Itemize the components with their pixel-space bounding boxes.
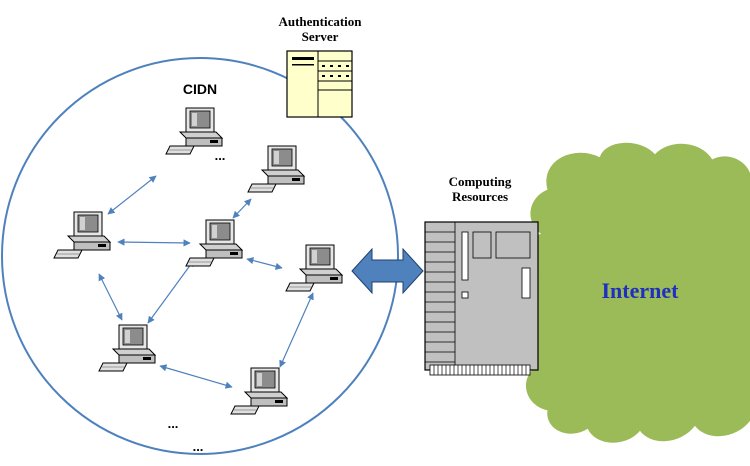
link (147, 259, 195, 324)
computing-line2: Resources (451, 189, 509, 204)
computing-line1: Computing (448, 174, 512, 189)
ellipsis: ... (192, 439, 204, 454)
peer-links (98, 175, 314, 389)
ellipsis: ... (214, 148, 226, 163)
auth-server-label: Authentication Server (250, 14, 390, 44)
auth-server-line1: Authentication (278, 14, 362, 29)
link (246, 257, 283, 270)
link (159, 364, 233, 389)
computer-icon (53, 211, 111, 259)
link (107, 175, 157, 215)
computing-resources-label: Computing Resources (420, 174, 540, 204)
link (98, 273, 123, 321)
computing-resources-machine (424, 221, 539, 376)
auth-server-line2: Server (301, 29, 339, 44)
link (232, 198, 252, 219)
link (279, 292, 314, 368)
internet-label: Internet (601, 278, 679, 303)
computer-icon (285, 244, 343, 292)
cidn-label: CIDN (182, 81, 218, 97)
computer-icon (185, 219, 243, 267)
double-arrow (351, 247, 424, 295)
ellipsis: ... (167, 416, 179, 431)
computer-icon (230, 367, 288, 415)
computer-icon (98, 324, 156, 372)
computer-icon (247, 145, 305, 193)
cidn-boundary (1, 57, 399, 455)
authentication-server (286, 50, 353, 118)
link (117, 238, 191, 247)
